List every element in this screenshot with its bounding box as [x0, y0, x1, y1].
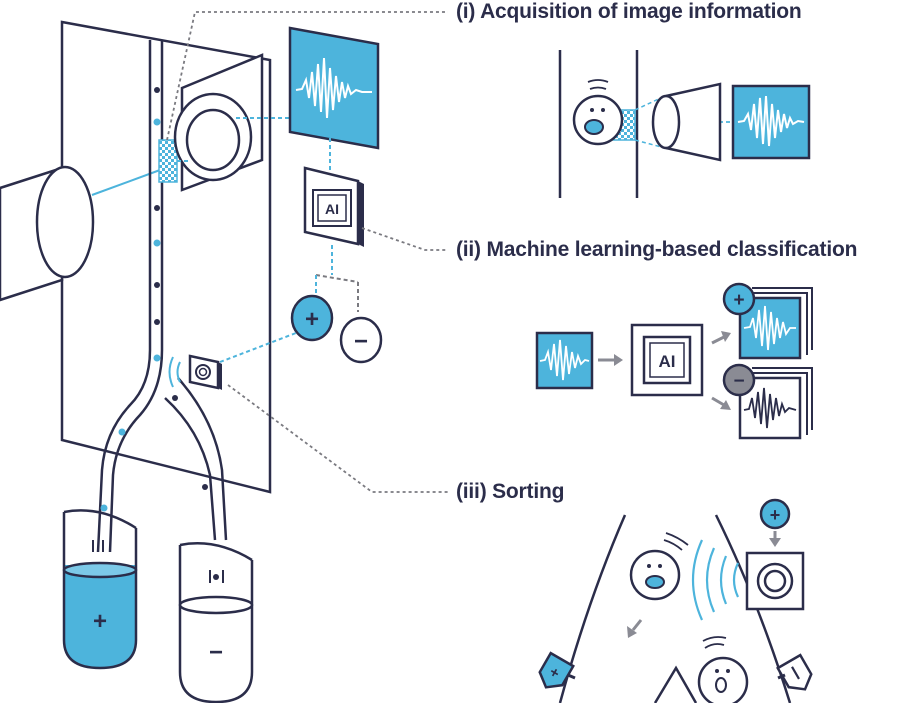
cell-icon	[100, 87, 208, 512]
leader-lines	[166, 11, 448, 493]
arrow-icon	[598, 354, 623, 366]
sorter-actuator-icon	[745, 551, 805, 611]
chip-label: AI	[325, 201, 339, 217]
detection-zone	[158, 139, 178, 183]
negative-badge-icon: −	[722, 363, 756, 397]
camera-lens-icon	[651, 82, 722, 162]
camera-lens-icon	[173, 53, 290, 192]
svg-text:−: −	[354, 328, 368, 355]
ai-chip-icon: AI	[303, 166, 364, 247]
sound-wave-icon	[691, 539, 740, 621]
cell-icon	[697, 636, 749, 703]
svg-text:+: +	[770, 505, 781, 525]
step-label-classification: (ii) Machine learning-based classificati…	[456, 238, 858, 261]
collection-tube-icon: +	[62, 509, 138, 670]
waveform-icon	[535, 331, 594, 390]
svg-text:+: +	[305, 306, 319, 333]
laser-beam-icon	[0, 165, 161, 302]
svg-text:−: −	[733, 371, 744, 392]
classifier-branch	[315, 245, 359, 312]
svg-text:+: +	[733, 290, 744, 311]
arrow-icon	[711, 331, 731, 410]
sorter-actuator-icon	[188, 354, 222, 390]
ai-chip-icon: AI	[630, 323, 704, 397]
waveform-icon	[288, 26, 380, 172]
step-label-sorting: (iii) Sorting	[456, 480, 565, 503]
cell-icon	[629, 532, 689, 601]
collection-tube-icon: −	[178, 542, 254, 703]
svg-text:AI: AI	[659, 352, 676, 371]
sound-wave-icon	[168, 356, 181, 388]
collection-tube-icon	[776, 653, 813, 691]
flow-channel	[96, 40, 228, 553]
positive-badge-icon: +	[759, 498, 791, 547]
positive-badge-icon: +	[290, 294, 334, 342]
svg-text:−: −	[209, 639, 223, 666]
positive-badge-icon: +	[722, 282, 756, 316]
waveform-icon	[731, 84, 811, 160]
cell-icon	[572, 79, 624, 146]
negative-badge-icon: −	[339, 316, 383, 364]
collection-tube-icon: +	[538, 651, 576, 689]
negative-result-stack	[738, 367, 813, 440]
svg-text:+: +	[93, 608, 107, 635]
arrow-icon	[627, 619, 643, 638]
step-label-acquisition: (i) Acquisition of image information	[456, 0, 802, 23]
